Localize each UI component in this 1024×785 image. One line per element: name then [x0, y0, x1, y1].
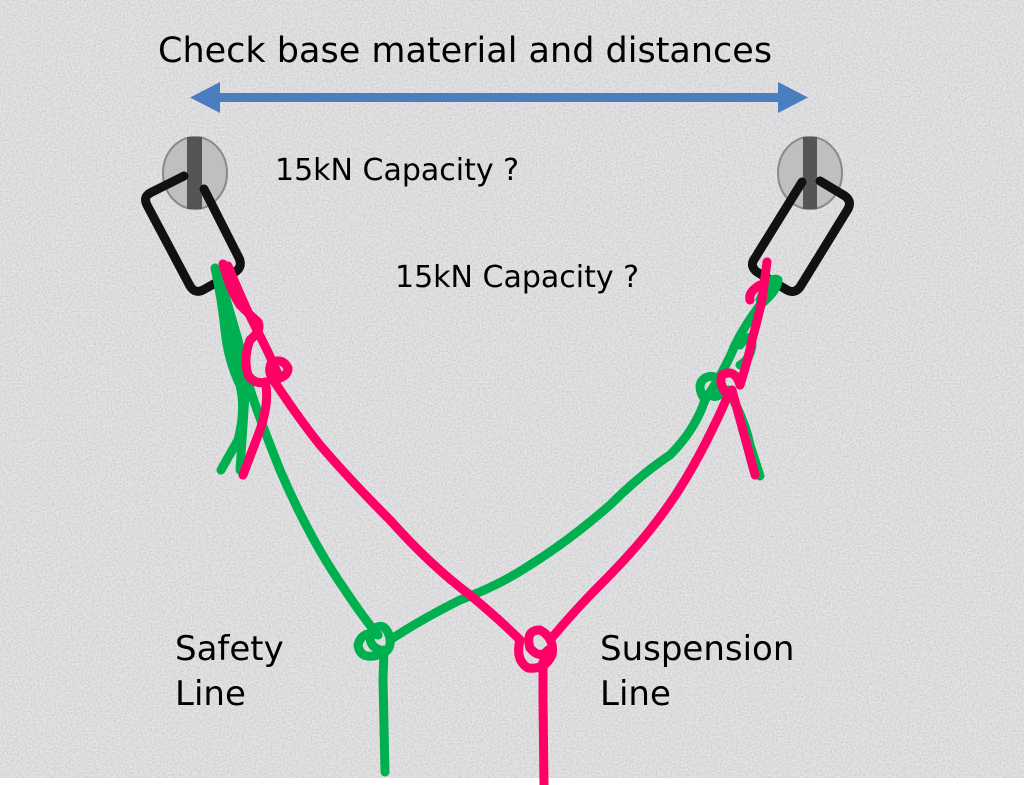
suspension-line — [218, 257, 772, 785]
safety-line-label: Safety Line — [175, 629, 284, 714]
left-bolt-icon — [162, 136, 228, 210]
right-anchor-capacity-label: 15kN Capacity ? — [395, 260, 639, 295]
right-carabiner-icon — [747, 176, 854, 296]
svg-text:Suspension: Suspension — [600, 629, 794, 669]
svg-text:Safety: Safety — [175, 629, 284, 669]
suspension-line-label: Suspension Line — [600, 629, 794, 714]
distance-arrow-icon — [190, 82, 808, 113]
diagram-title: Check base material and distances — [158, 31, 772, 71]
svg-text:Line: Line — [175, 674, 246, 714]
left-carabiner-icon — [141, 171, 245, 296]
svg-text:Line: Line — [600, 674, 671, 714]
left-anchor-capacity-label: 15kN Capacity ? — [275, 153, 519, 188]
right-bolt-icon — [777, 136, 843, 210]
